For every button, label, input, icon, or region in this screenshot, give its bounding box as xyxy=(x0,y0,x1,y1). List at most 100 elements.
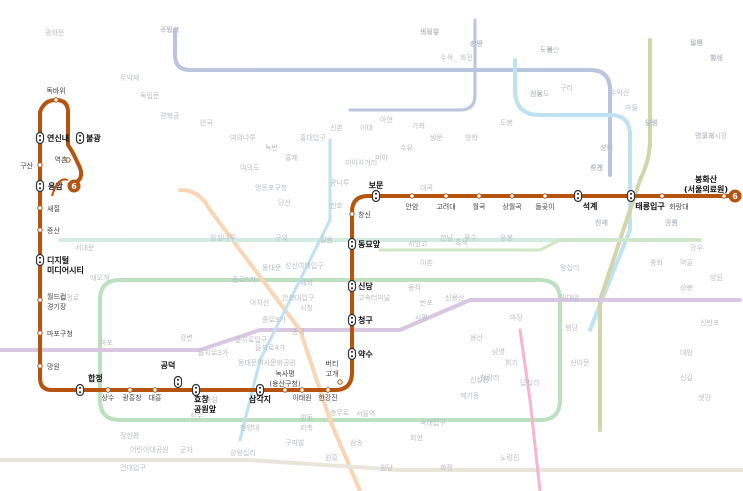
station-changsin[interactable]: 창신 xyxy=(349,210,371,219)
station-bulgwang[interactable]: 불광 xyxy=(75,131,102,145)
station-sangsu[interactable]: 상수 xyxy=(102,387,115,402)
station-marker[interactable] xyxy=(37,297,43,303)
station-dongmyo[interactable]: 동묘앞 xyxy=(347,237,381,251)
station-label-bulgwang: 불광 xyxy=(86,133,101,143)
station-marker[interactable] xyxy=(509,193,515,199)
station-marker[interactable] xyxy=(37,330,43,336)
station-dolgoji[interactable]: 돌곶이 xyxy=(535,193,555,211)
transfer-station-marker[interactable] xyxy=(347,313,357,327)
station-marker[interactable] xyxy=(37,205,43,211)
station-label-saejeol: 새절 xyxy=(47,204,60,213)
station-cheonggu[interactable]: 청구 xyxy=(347,313,374,327)
station-marker[interactable] xyxy=(409,193,415,199)
background-station-label: 혜화 xyxy=(300,278,313,287)
station-saejeol[interactable]: 새절 xyxy=(37,204,60,213)
station-marker[interactable] xyxy=(325,387,331,393)
station-bomun[interactable]: 보문 xyxy=(369,181,384,203)
transfer-dot xyxy=(258,391,262,394)
station-marker[interactable] xyxy=(127,387,133,393)
station-marker[interactable] xyxy=(659,193,665,199)
station-label-worldcup: 경기장 xyxy=(47,302,67,311)
station-bonghwasan[interactable]: 봉화산(서울의료원) xyxy=(684,174,728,199)
station-marker[interactable] xyxy=(299,387,305,393)
station-gwangheungchang[interactable]: 광흥창 xyxy=(122,387,142,402)
station-korea_univ[interactable]: 고려대 xyxy=(436,193,456,211)
station-yeokchon[interactable]: 역촌 xyxy=(55,155,71,164)
transfer-station-marker[interactable] xyxy=(173,375,183,389)
station-hwarangdae[interactable]: 화랑대 xyxy=(659,193,689,211)
station-label-yeokchon: 역촌 xyxy=(55,155,68,164)
station-marker[interactable] xyxy=(337,379,343,385)
background-station-label: 이촌 xyxy=(420,258,433,267)
station-marker[interactable] xyxy=(37,162,43,168)
transfer-station-marker[interactable] xyxy=(626,189,636,203)
station-marker[interactable] xyxy=(37,363,43,369)
station-marker[interactable] xyxy=(542,193,548,199)
station-dokbawi[interactable]: 독바위 xyxy=(46,86,66,103)
station-marker[interactable] xyxy=(349,211,355,217)
station-seokgye[interactable]: 석계 xyxy=(573,189,598,212)
transfer-station-marker[interactable] xyxy=(347,347,357,361)
station-noksapyeong[interactable]: 녹사평(용산구청) xyxy=(269,369,301,393)
transfer-station-marker[interactable] xyxy=(35,131,45,145)
transfer-station-marker[interactable] xyxy=(573,189,583,203)
station-daeheung[interactable]: 대흥 xyxy=(149,387,162,402)
background-station-label: 신당 xyxy=(470,39,483,48)
station-sangwolgok[interactable]: 상월곡 xyxy=(502,193,522,211)
station-mangwon[interactable]: 망원 xyxy=(37,362,60,371)
station-label-itaewon: 이태원 xyxy=(292,393,311,402)
background-station-label: 회기 xyxy=(505,358,518,367)
station-gongdeok[interactable]: 공덕 xyxy=(161,360,183,389)
station-itaewon[interactable]: 이태원 xyxy=(292,387,312,402)
background-station-label: 서대문 xyxy=(75,243,95,252)
station-marker[interactable] xyxy=(152,387,158,393)
background-station-label: 신설동 xyxy=(470,375,490,384)
station-jeungsan[interactable]: 증산 xyxy=(37,226,61,235)
station-wolgok[interactable]: 월곡 xyxy=(473,193,486,211)
background-station-label: 장한평 xyxy=(120,431,139,440)
station-marker[interactable] xyxy=(105,387,111,393)
station-hangangjin[interactable]: 한강진 xyxy=(318,387,338,402)
transfer-station-marker[interactable] xyxy=(35,179,45,193)
station-marker[interactable] xyxy=(282,387,288,393)
station-hapjeong[interactable]: 합정 xyxy=(75,373,103,397)
bg-line-1 xyxy=(173,28,612,177)
line-6-badge-east-number: 6 xyxy=(732,192,738,201)
station-sindang[interactable]: 신당 xyxy=(347,279,374,293)
station-marker[interactable] xyxy=(443,193,449,199)
transfer-station-marker[interactable] xyxy=(347,279,357,293)
station-marker[interactable] xyxy=(65,157,71,163)
station-marker[interactable] xyxy=(37,227,43,233)
station-label-gwangheungchang: 광흥창 xyxy=(122,393,142,402)
station-taereung[interactable]: 태릉입구 xyxy=(626,189,666,212)
station-mangwon_park[interactable]: 마포구청 xyxy=(37,329,73,338)
background-station-label: 사평 xyxy=(415,313,428,322)
station-marker[interactable] xyxy=(476,193,482,199)
station-anam[interactable]: 안암 xyxy=(406,193,419,211)
transfer-station-marker[interactable] xyxy=(191,383,201,397)
transfer-station-marker[interactable] xyxy=(75,131,85,145)
station-marker[interactable] xyxy=(721,193,727,199)
background-station-label: 안국 xyxy=(200,118,213,127)
transfer-station-marker[interactable] xyxy=(35,253,45,267)
transfer-station-marker[interactable] xyxy=(255,383,265,397)
background-station-label: 석관 xyxy=(590,163,603,172)
station-yeonsinnae[interactable]: 연신내 xyxy=(35,131,70,145)
transfer-station-marker[interactable] xyxy=(347,237,357,251)
station-marker[interactable] xyxy=(53,97,59,103)
station-samgakji[interactable]: 삼각지 xyxy=(249,383,271,405)
background-station-label: 녹번 xyxy=(265,143,278,152)
line-6-badge-east: 6 xyxy=(728,189,742,203)
transfer-station-marker[interactable] xyxy=(371,189,381,203)
background-station-label: 중화 xyxy=(650,259,663,267)
station-yaksu[interactable]: 약수 xyxy=(347,347,374,361)
station-gusan[interactable]: 구산 xyxy=(20,161,43,170)
background-station-label: 하계 xyxy=(595,218,608,227)
transfer-station-marker[interactable] xyxy=(75,383,85,397)
background-station-label: 종로3가 xyxy=(262,315,286,324)
transfer-dot xyxy=(629,192,633,195)
